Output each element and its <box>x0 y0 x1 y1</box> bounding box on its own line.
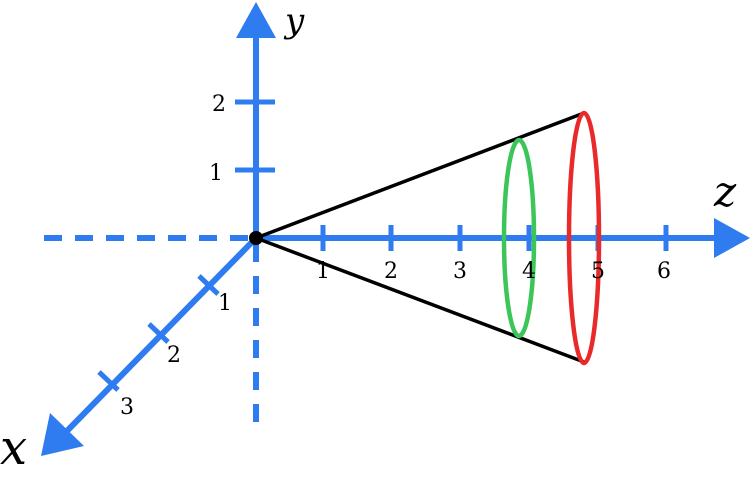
y-axis-arrowhead <box>236 2 276 38</box>
z-tick-label-5: 5 <box>591 259 605 284</box>
x-tick-2 <box>147 322 170 344</box>
z-axis-arrowhead <box>714 218 750 258</box>
z-tick-label-2: 2 <box>384 259 398 284</box>
inner-green-ring <box>501 137 537 339</box>
outer-red-ring <box>566 110 602 366</box>
x-axis-label: x <box>0 420 27 476</box>
x-tick-label-3: 3 <box>120 395 134 420</box>
x-tick-3 <box>97 370 120 392</box>
x-axis-arrowhead <box>41 413 84 456</box>
x-tick-1 <box>197 274 220 296</box>
z-axis-label: z <box>713 167 737 216</box>
cone-apex <box>249 231 263 245</box>
z-tick-label-1: 1 <box>316 259 330 284</box>
cone-lower-edge <box>255 236 585 364</box>
y-tick-label-2: 2 <box>212 92 226 117</box>
z-tick-label-3: 3 <box>453 259 467 284</box>
cone-upper-edge <box>255 111 585 240</box>
y-tick-label-1: 1 <box>209 161 223 186</box>
x-tick-label-2: 2 <box>167 343 181 368</box>
z-tick-label-4: 4 <box>522 259 536 284</box>
z-tick-label-6: 6 <box>657 259 671 284</box>
y-axis-label: y <box>283 1 305 41</box>
x-tick-label-1: 1 <box>218 291 232 316</box>
